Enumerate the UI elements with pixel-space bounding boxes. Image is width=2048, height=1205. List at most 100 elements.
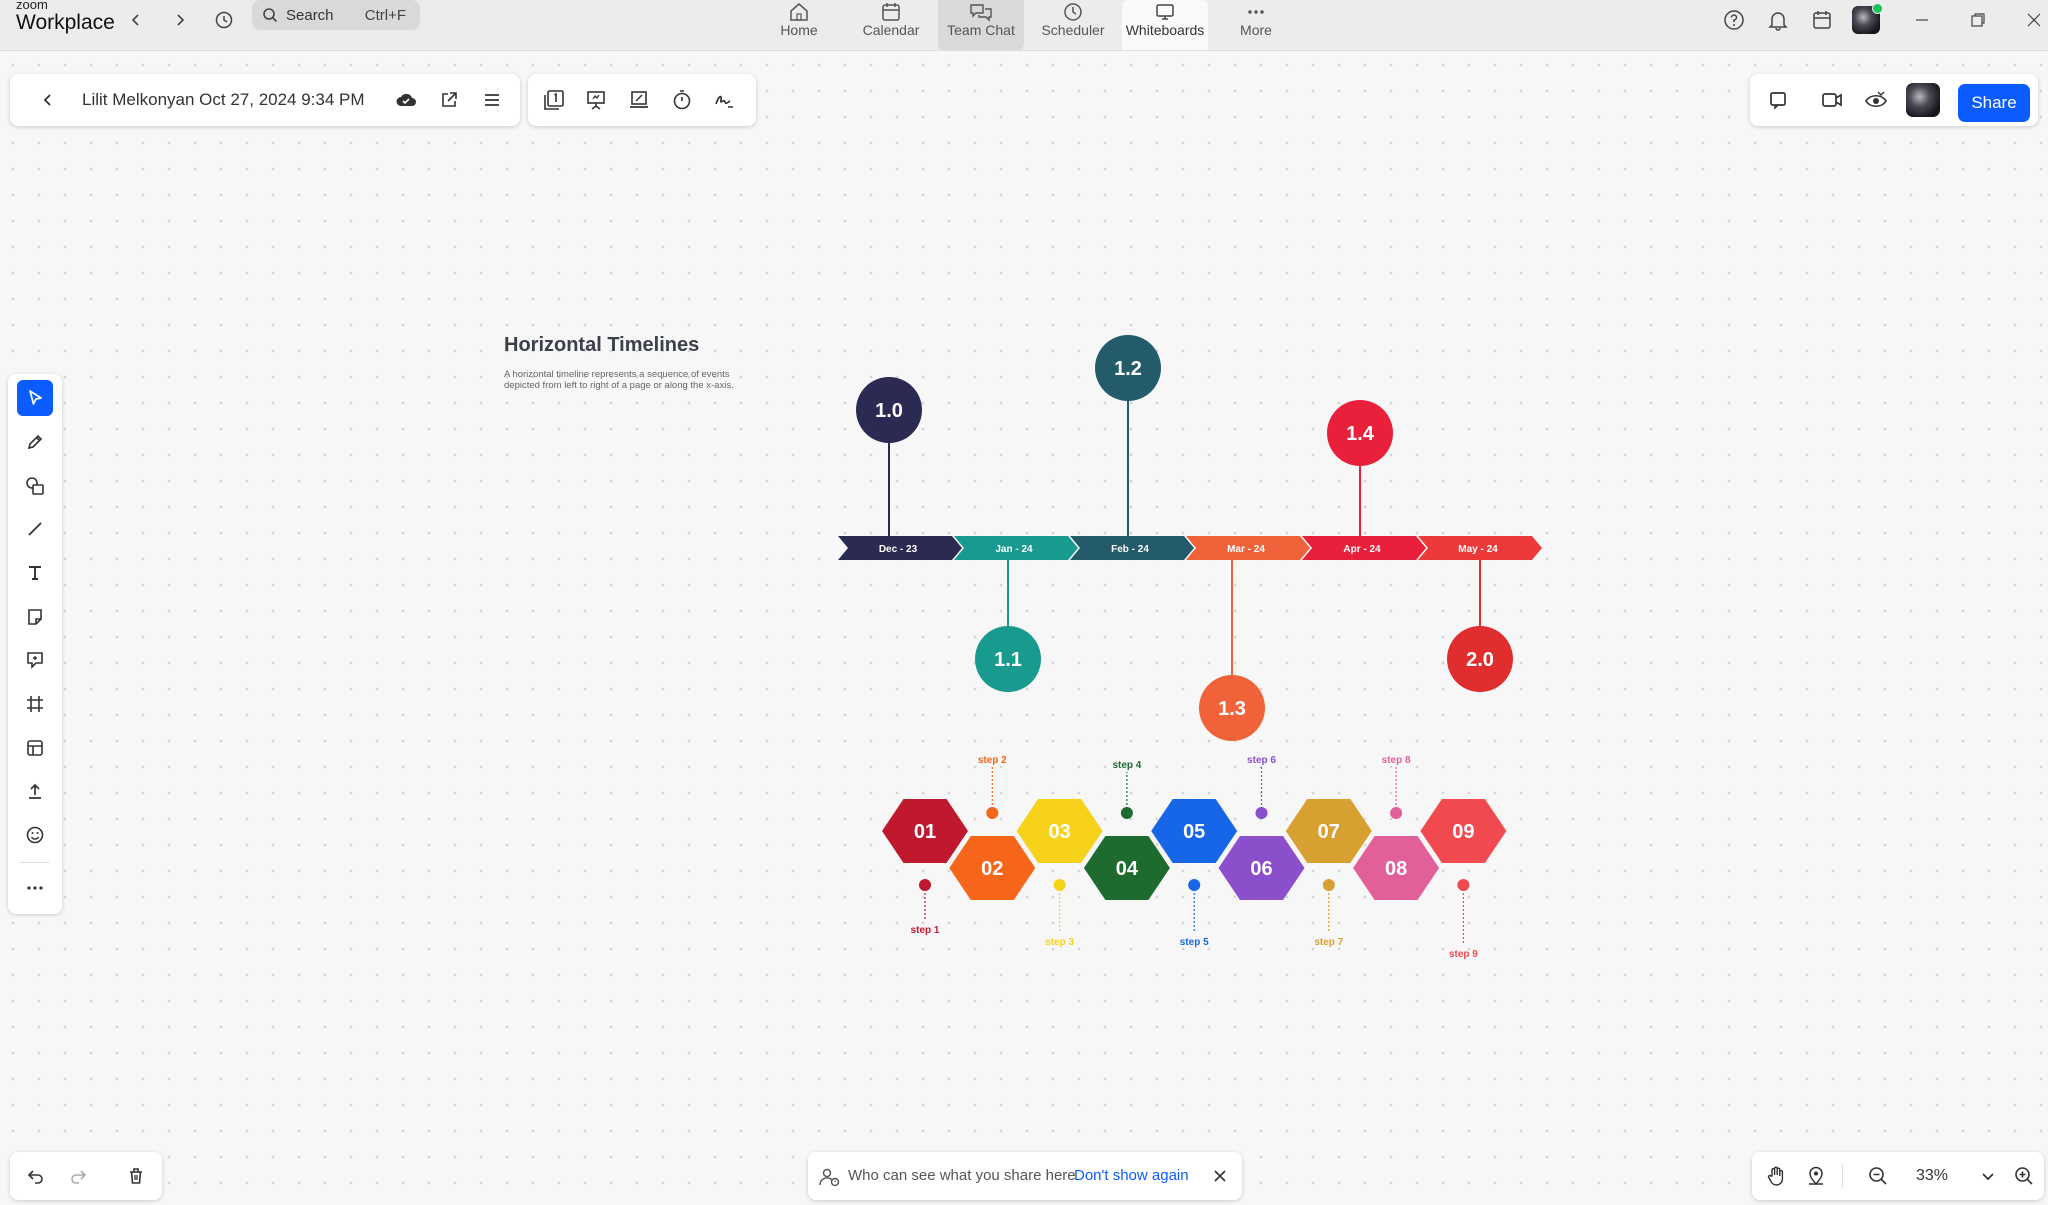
help-icon[interactable] — [1720, 6, 1748, 34]
timeline-marker[interactable] — [856, 377, 922, 443]
present-icon[interactable] — [580, 84, 612, 116]
step-label: step 5 — [1180, 937, 1209, 948]
history-icon[interactable] — [208, 4, 240, 36]
step-hexagon[interactable] — [1285, 799, 1372, 863]
online-status-dot — [1872, 3, 1883, 14]
step-dot — [1188, 879, 1201, 891]
calendar-icon — [882, 3, 900, 21]
step-hexagon[interactable] — [1083, 836, 1170, 900]
timeline-segment[interactable] — [1418, 536, 1542, 560]
chevron-down-icon[interactable] — [1972, 1160, 2004, 1192]
shapes-tool[interactable] — [17, 468, 53, 504]
emoji-icon — [26, 826, 44, 844]
undo-icon[interactable] — [20, 1160, 52, 1192]
timeline-marker[interactable] — [1095, 335, 1161, 401]
back-icon[interactable] — [32, 84, 64, 116]
shapes-icon — [26, 477, 44, 495]
redo-icon[interactable] — [62, 1160, 94, 1192]
close-notice-icon[interactable] — [1204, 1160, 1236, 1192]
tab-team-chat-label: Team Chat — [947, 22, 1015, 38]
step-hexagon[interactable] — [1016, 799, 1103, 863]
step-hexagon[interactable] — [949, 836, 1036, 900]
open-external-icon[interactable] — [433, 84, 465, 116]
close-window-icon[interactable] — [2020, 6, 2048, 34]
sticky-note-tool[interactable] — [17, 599, 53, 635]
timeline-segment[interactable] — [1302, 536, 1426, 560]
timeline-segment-label: Jan - 24 — [995, 544, 1033, 555]
canvas-heading[interactable]: Horizontal Timelines — [504, 334, 700, 356]
frame-tool[interactable] — [17, 686, 53, 722]
profile-avatar[interactable] — [1852, 3, 1883, 34]
forward-arrow-icon[interactable] — [164, 4, 196, 36]
tab-calendar[interactable]: Calendar — [848, 0, 934, 50]
timeline-segment[interactable] — [954, 536, 1078, 560]
comment-add-icon — [27, 652, 43, 669]
timeline-marker[interactable] — [975, 626, 1041, 692]
tab-more[interactable]: More — [1213, 0, 1299, 50]
projector-icon[interactable] — [623, 84, 655, 116]
timeline-segment[interactable] — [1070, 536, 1194, 560]
signature-icon[interactable] — [708, 84, 740, 116]
step-hexagon[interactable] — [1353, 836, 1440, 900]
bell-icon[interactable] — [1764, 6, 1792, 34]
search-box[interactable]: Search Ctrl+F — [252, 0, 420, 30]
timeline-segment[interactable] — [838, 536, 962, 560]
timeline-marker[interactable] — [1327, 400, 1393, 466]
minimize-icon[interactable] — [1908, 6, 1936, 34]
timeline-marker[interactable] — [1447, 626, 1513, 692]
notice-text: Who can see what you share here — [848, 1167, 1076, 1184]
pointer-icon — [29, 390, 42, 405]
zoom-in-icon[interactable] — [2008, 1160, 2040, 1192]
collaborator-avatar[interactable] — [1906, 83, 1940, 117]
step-hexagon[interactable] — [1420, 799, 1507, 863]
pen-tool[interactable] — [17, 424, 53, 460]
templates-tool[interactable] — [17, 730, 53, 766]
line-tool[interactable] — [17, 511, 53, 547]
history-panel — [10, 1152, 162, 1200]
dont-show-again-link[interactable]: Don't show again — [1074, 1167, 1189, 1184]
search-label: Search — [286, 6, 334, 24]
canvas-description[interactable]: A horizontal timeline represents a seque… — [504, 369, 734, 391]
timer-icon[interactable] — [666, 84, 698, 116]
zoom-out-icon[interactable] — [1862, 1160, 1894, 1192]
text-tool[interactable] — [17, 555, 53, 591]
tab-team-chat[interactable]: Team Chat — [938, 0, 1024, 50]
timeline-marker[interactable] — [1199, 675, 1265, 741]
step-hexagon[interactable] — [882, 799, 968, 863]
app-logo: zoom Workplace — [16, 0, 115, 33]
locate-icon[interactable] — [1800, 1160, 1832, 1192]
step-number: 07 — [1318, 821, 1340, 843]
calendar-status-icon[interactable] — [1808, 6, 1836, 34]
sticky-note-icon — [28, 609, 42, 625]
cloud-save-icon[interactable] — [390, 84, 422, 116]
document-title[interactable]: Lilit Melkonyan Oct 27, 2024 9:34 PM — [82, 90, 365, 109]
menu-icon[interactable] — [476, 84, 508, 116]
video-icon[interactable] — [1816, 84, 1848, 116]
more-icon — [1248, 10, 1264, 14]
pages-icon[interactable] — [538, 84, 570, 116]
comment-tool[interactable] — [17, 642, 53, 678]
hand-pan-icon[interactable] — [1760, 1160, 1792, 1192]
tab-whiteboards[interactable]: Whiteboards — [1122, 0, 1208, 50]
tab-scheduler[interactable]: Scheduler — [1030, 0, 1116, 50]
select-tool[interactable] — [17, 380, 53, 416]
step-hexagon[interactable] — [1151, 799, 1238, 863]
timeline-segment[interactable] — [1186, 536, 1310, 560]
comment-icon[interactable] — [1762, 84, 1794, 116]
restore-icon[interactable] — [1964, 6, 1992, 34]
emoji-tool[interactable] — [17, 817, 53, 853]
tab-home[interactable]: Home — [756, 0, 842, 50]
frame-icon — [27, 696, 43, 712]
timeline-segment-label: Mar - 24 — [1227, 544, 1265, 555]
share-button[interactable]: Share — [1958, 84, 2030, 122]
trash-icon[interactable] — [120, 1160, 152, 1192]
top-bar: zoom Workplace Search Ctrl+F Home Calend… — [0, 0, 2048, 51]
upload-tool[interactable] — [17, 773, 53, 809]
back-arrow-icon[interactable] — [120, 4, 152, 36]
follow-view-icon[interactable] — [1860, 84, 1892, 116]
step-hexagon[interactable] — [1218, 836, 1305, 900]
more-tools[interactable] — [17, 870, 53, 906]
zoom-level[interactable]: 33% — [1916, 1167, 1949, 1184]
step-dot — [1457, 879, 1470, 891]
